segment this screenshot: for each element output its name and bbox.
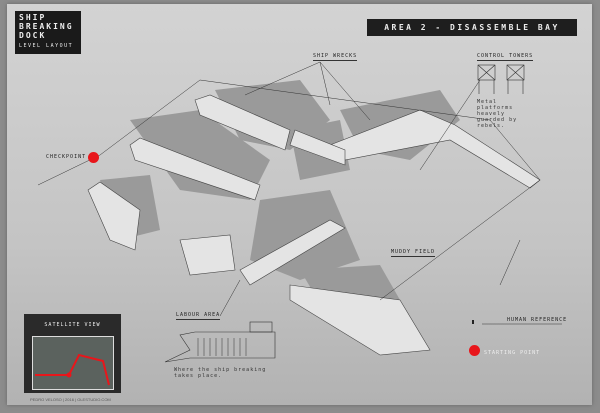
- starting-point-marker: [469, 345, 480, 356]
- human-reference-icon: [472, 320, 562, 325]
- label-checkpoint: CHECKPOINT: [46, 154, 87, 160]
- label-ship-wrecks: SHIP WRECKS: [313, 53, 358, 61]
- title-line: SHIP: [19, 13, 47, 22]
- control-towers-note: Metal platforms heavely guarded by rebel…: [477, 99, 518, 129]
- labour-area-sketch: [164, 321, 276, 363]
- control-towers-icon: [477, 64, 525, 94]
- labour-area-note: Where the ship breaking takes place.: [174, 367, 267, 379]
- title-block: SHIP BREAKING DOCK LEVEL LAYOUT: [15, 11, 81, 54]
- satellite-title: SATELLITE VIEW: [44, 322, 101, 328]
- subtitle: LEVEL LAYOUT: [19, 43, 74, 49]
- credit: PEDRO VELOSO | 2016 | OLESTUDIO.COM: [30, 397, 111, 402]
- leader-lines: [37, 61, 541, 317]
- label-muddy-field: MUDDY FIELD: [391, 249, 436, 257]
- area-title: AREA 2 - DISASSEMBLE BAY: [367, 19, 577, 36]
- title-line: DOCK: [19, 31, 47, 40]
- title-line: BREAKING: [19, 22, 74, 31]
- label-human-reference: HUMAN REFERENCE: [507, 317, 568, 323]
- label-starting-point: STARTING POINT: [484, 350, 541, 356]
- satellite-view: SATELLITE VIEW: [24, 314, 121, 393]
- label-labour-area: LABOUR AREA: [176, 312, 221, 320]
- satellite-map: [32, 336, 114, 390]
- route-path: [35, 353, 110, 386]
- checkpoint-marker: [88, 152, 99, 163]
- label-control-towers: CONTROL TOWERS: [477, 53, 534, 61]
